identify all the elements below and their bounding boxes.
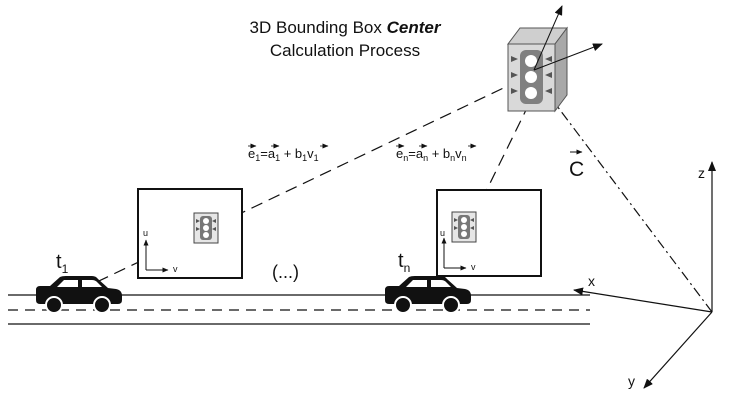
bounding-box-3d [507, 5, 603, 113]
box-local-axis-right [533, 43, 603, 71]
world-axes: z x y [573, 161, 716, 389]
title-line-2: Calculation Process [269, 41, 421, 60]
equation-e1: e1=a1 + b1v1 [248, 143, 329, 163]
time-label-t1: t1 [56, 251, 69, 276]
camera-v-label: v [173, 264, 178, 274]
svg-text:C: C [569, 158, 584, 181]
car-icon [385, 276, 471, 314]
camera-v-label: v [471, 262, 476, 272]
center-vector-line [544, 89, 713, 313]
center-vector-label: C [569, 149, 584, 181]
car-icon [36, 276, 122, 314]
image-plane-1 [137, 188, 243, 279]
box-local-axis-up [533, 5, 563, 71]
title-prefix: 3D Bounding Box [249, 18, 387, 37]
traffic-light-icon [193, 212, 219, 244]
axis-z-label: z [698, 165, 705, 181]
axis-x-label: x [588, 273, 595, 289]
svg-text:en=an + bnvn: en=an + bnvn [396, 146, 467, 163]
axis-x [573, 287, 713, 313]
equation-en: en=an + bnvn [396, 143, 477, 163]
camera-frame-n: u v [436, 189, 542, 277]
camera-frame-1: u v [137, 188, 243, 279]
title-emphasis: Center [386, 18, 441, 37]
camera-u-label: u [440, 228, 445, 238]
ellipsis-label: (...) [272, 262, 299, 282]
svg-text:e1=a1 + b1v1: e1=a1 + b1v1 [248, 146, 319, 163]
camera-u-label: u [143, 228, 148, 238]
axis-y [643, 311, 713, 389]
time-label-tn: tn [398, 250, 410, 275]
axis-y-label: y [628, 373, 635, 389]
diagram-title: 3D Bounding Box Center Calculation Proce… [200, 16, 490, 62]
traffic-light-icon [451, 211, 477, 243]
